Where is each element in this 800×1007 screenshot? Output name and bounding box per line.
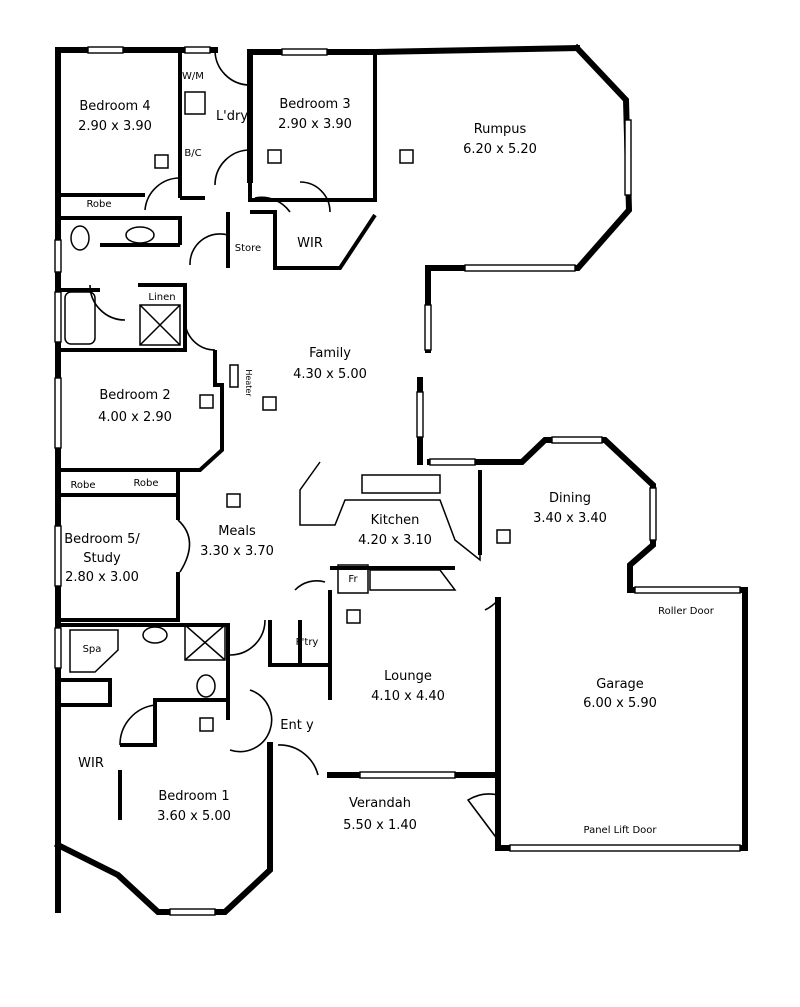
- wir-label: WIR: [78, 756, 104, 771]
- bath: [64, 291, 96, 345]
- bedroom4-label: Bedroom 4: [79, 99, 150, 114]
- bedroom5-size: 2.80 x 3.00: [65, 570, 139, 585]
- vent-icon: [199, 394, 214, 409]
- fridge-space: [337, 564, 369, 594]
- basin: [125, 226, 155, 244]
- fridge-label: Fr: [348, 574, 358, 585]
- robe-label: Robe: [133, 478, 158, 489]
- entry-label: Ent y: [280, 718, 314, 733]
- room-labels: Bedroom 4 2.90 x 3.90 Bedroom 3 2.90 x 3…: [64, 97, 657, 833]
- roller-door-label: Roller Door: [658, 606, 715, 617]
- shower: [184, 624, 226, 661]
- bathroom-fixtures: [64, 91, 226, 698]
- spa-label: Spa: [83, 644, 102, 655]
- bedroom3-label: Bedroom 3: [279, 97, 350, 112]
- verandah-size: 5.50 x 1.40: [343, 818, 417, 833]
- family-size: 4.30 x 5.00: [293, 367, 367, 382]
- rumpus-label: Rumpus: [474, 122, 527, 137]
- panel-lift-door-label: Panel Lift Door: [584, 825, 658, 836]
- vent-icon: [267, 149, 282, 164]
- bedroom2-size: 4.00 x 2.90: [98, 410, 172, 425]
- dining-label: Dining: [549, 491, 591, 506]
- kitchen-counters: [299, 461, 481, 591]
- washing-machine-label: W/M: [182, 71, 204, 82]
- broom-cupboard-label: B/C: [184, 148, 201, 159]
- exterior-walls: [53, 43, 748, 915]
- wir-label: WIR: [297, 236, 323, 251]
- pantry-label: P'try: [296, 637, 319, 648]
- family-label: Family: [309, 346, 351, 361]
- laundry-tub: [184, 91, 206, 115]
- sink: [361, 474, 441, 494]
- fixture-labels: W/M B/C Robe Store WIR Linen Heater Robe…: [70, 71, 714, 836]
- shower: [139, 304, 181, 346]
- store-label: Store: [235, 243, 261, 254]
- dining-size: 3.40 x 3.40: [533, 511, 607, 526]
- vent-icon: [199, 717, 214, 732]
- laundry-label: L'dry: [216, 109, 248, 124]
- lounge-size: 4.10 x 4.40: [371, 689, 445, 704]
- heating-vents: [154, 149, 511, 732]
- vent-icon: [496, 529, 511, 544]
- robe-label: Robe: [86, 199, 111, 210]
- vent-icon: [226, 493, 241, 508]
- vent-icon: [154, 154, 169, 169]
- heater-icon: [229, 364, 239, 388]
- doors: [89, 49, 499, 841]
- vent-icon: [346, 609, 361, 624]
- bedroom2-label: Bedroom 2: [99, 388, 170, 403]
- meals-label: Meals: [218, 524, 256, 539]
- windows: [54, 46, 741, 916]
- bedroom1-size: 3.60 x 5.00: [157, 809, 231, 824]
- bedroom3-size: 2.90 x 3.90: [278, 117, 352, 132]
- vent-icon: [262, 396, 277, 411]
- linen-label: Linen: [148, 292, 175, 303]
- vent-icon: [399, 149, 414, 164]
- spa-bath: [69, 629, 119, 673]
- garage-label: Garage: [596, 677, 644, 692]
- robe-label: Robe: [70, 480, 95, 491]
- bedroom4-size: 2.90 x 3.90: [78, 119, 152, 134]
- bedroom5-label: Bedroom 5/: [64, 532, 140, 547]
- basin: [142, 626, 168, 644]
- verandah-label: Verandah: [349, 796, 411, 811]
- bedroom1-label: Bedroom 1: [158, 789, 229, 804]
- kitchen-label: Kitchen: [371, 513, 420, 528]
- bedroom5-label2: Study: [83, 551, 121, 566]
- lounge-label: Lounge: [384, 669, 432, 684]
- toilet: [70, 225, 90, 251]
- kitchen-size: 4.20 x 3.10: [358, 533, 432, 548]
- garage-size: 6.00 x 5.90: [583, 696, 657, 711]
- heater-label: Heater: [244, 369, 253, 397]
- meals-size: 3.30 x 3.70: [200, 544, 274, 559]
- rumpus-size: 6.20 x 5.20: [463, 142, 537, 157]
- toilet: [196, 674, 216, 698]
